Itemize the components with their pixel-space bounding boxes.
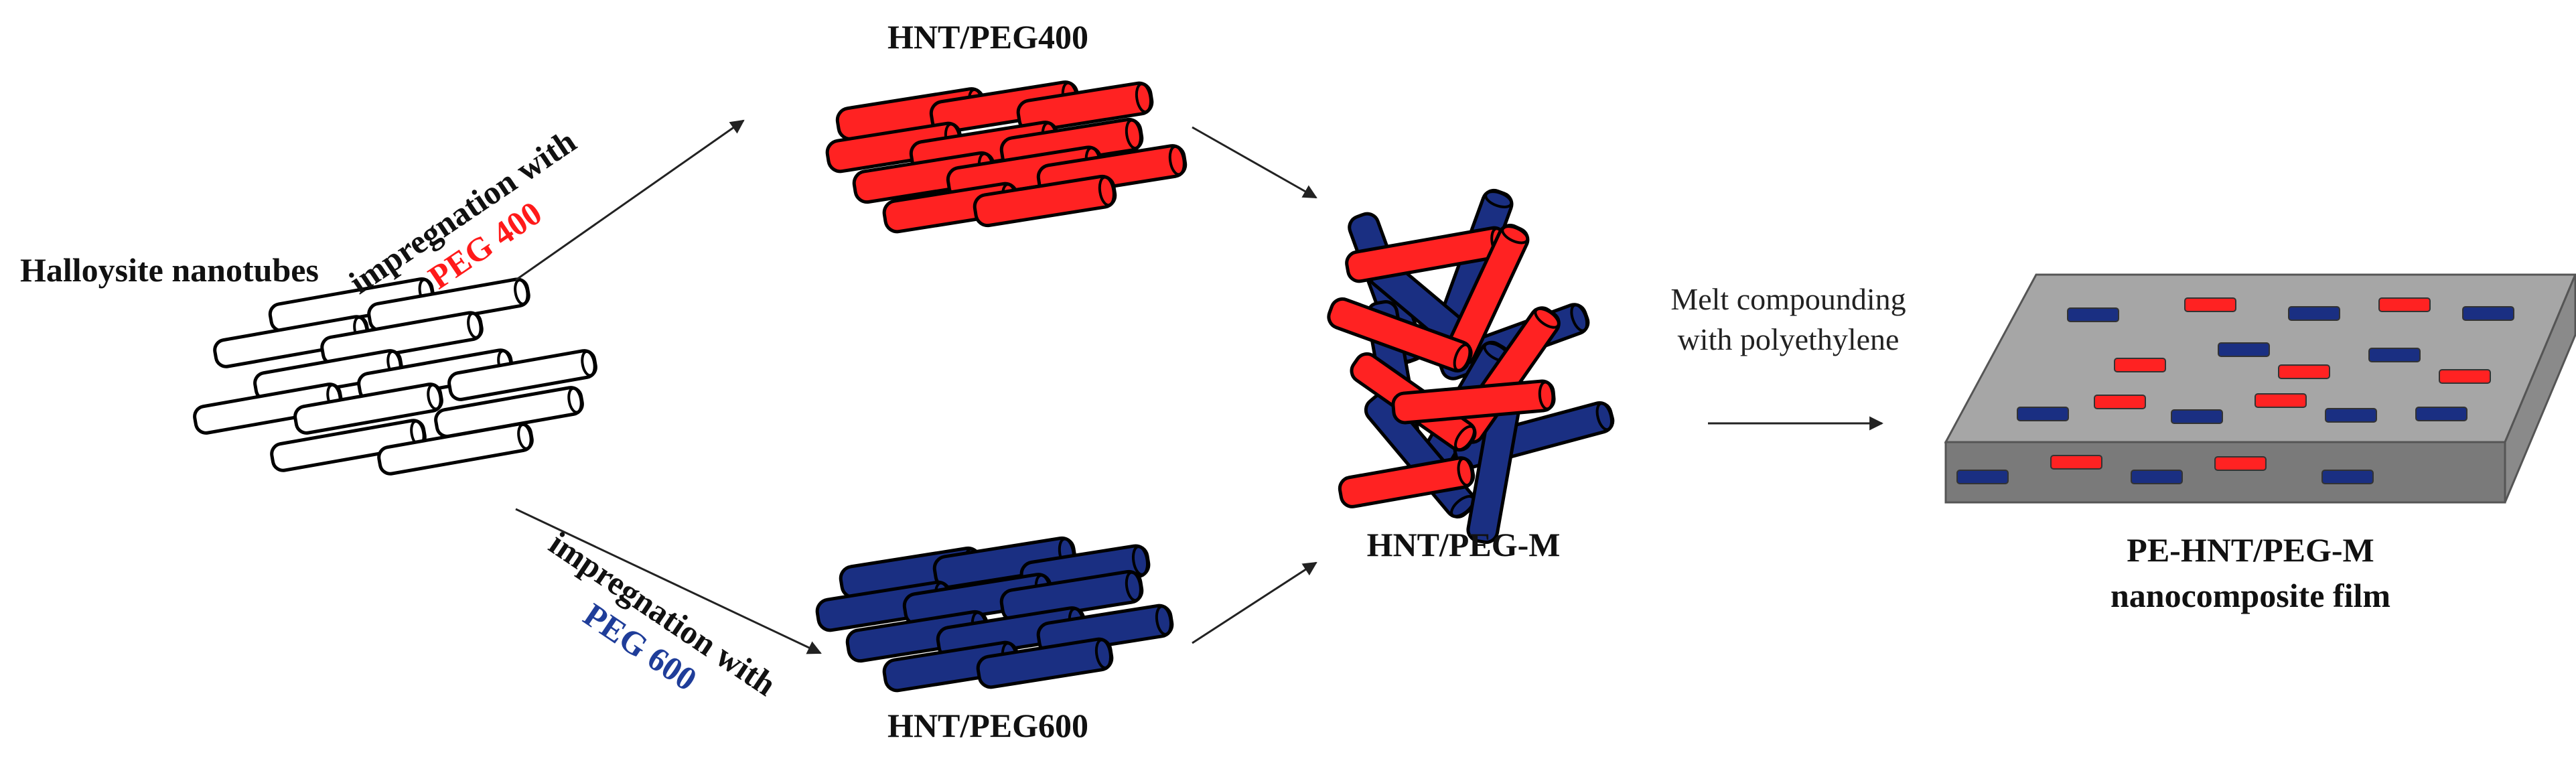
label-hnt-peg600: HNT/PEG600: [887, 707, 1088, 744]
blue-particle: [2325, 408, 2377, 423]
blue-particle: [2067, 307, 2119, 322]
blue-particle: [2131, 470, 2183, 484]
label-melt-line2: with polyethylene: [1678, 322, 1900, 356]
hnt-peg400-bundle: [825, 80, 1188, 234]
label-hnt-peg400: HNT/PEG400: [887, 18, 1088, 56]
film-particles: [1956, 297, 2514, 484]
blue-particle: [2288, 306, 2340, 321]
nanotube-icon: [377, 422, 534, 476]
red-particle: [2214, 456, 2267, 471]
nanotube-icon: [213, 315, 370, 368]
halloysite-nanotubes-bundle: [193, 277, 597, 476]
nanotube-icon: [447, 349, 597, 401]
blue-particle: [2017, 407, 2069, 421]
blue-particle: [2171, 409, 2223, 424]
label-hnt-peg-m: HNT/PEG-M: [1367, 526, 1561, 563]
arrow-icon: [515, 119, 745, 281]
nanotube-icon: [976, 637, 1114, 689]
red-particle: [2094, 395, 2146, 409]
red-particle: [2278, 364, 2330, 379]
nanotube-icon: [193, 382, 343, 435]
nanotube-icon: [1016, 81, 1154, 133]
red-particle: [2114, 358, 2166, 372]
blue-particle: [2368, 348, 2421, 362]
arrow-icon: [1192, 561, 1317, 644]
nanotube-icon: [973, 174, 1117, 228]
nanotube-icon: [1338, 456, 1476, 508]
nanotube-icon: [1327, 297, 1473, 373]
label-film-line1: PE-HNT/PEG-M: [2127, 531, 2374, 569]
red-particle: [2378, 297, 2431, 312]
film-side-face: [2504, 274, 2576, 503]
hnt-peg600-bundle: [815, 536, 1174, 693]
nanotube-icon: [320, 311, 484, 366]
label-melt-line1: Melt compounding: [1670, 282, 1906, 316]
label-film-line2: nanocomposite film: [2110, 577, 2390, 614]
red-particle: [2439, 369, 2491, 384]
film-slab-icon: [1944, 273, 2576, 504]
label-halloysite: Halloysite nanotubes: [20, 251, 319, 289]
red-particle: [2184, 297, 2236, 312]
red-particle: [2050, 455, 2102, 470]
nanotube-icon: [270, 419, 427, 472]
arrow-icon: [1192, 126, 1317, 199]
arrow-icon: [515, 508, 822, 654]
blue-particle: [2462, 306, 2514, 321]
blue-particle: [2321, 470, 2374, 484]
red-particle: [2255, 393, 2307, 408]
blue-particle: [1956, 470, 2009, 484]
blue-particle: [2415, 407, 2467, 421]
nanotube-icon: [1391, 379, 1556, 425]
hnt-peg-m-bundle: [1327, 188, 1615, 544]
film-front-face: [1944, 441, 2506, 504]
nanotube-icon: [293, 382, 443, 435]
blue-particle: [2218, 342, 2270, 357]
